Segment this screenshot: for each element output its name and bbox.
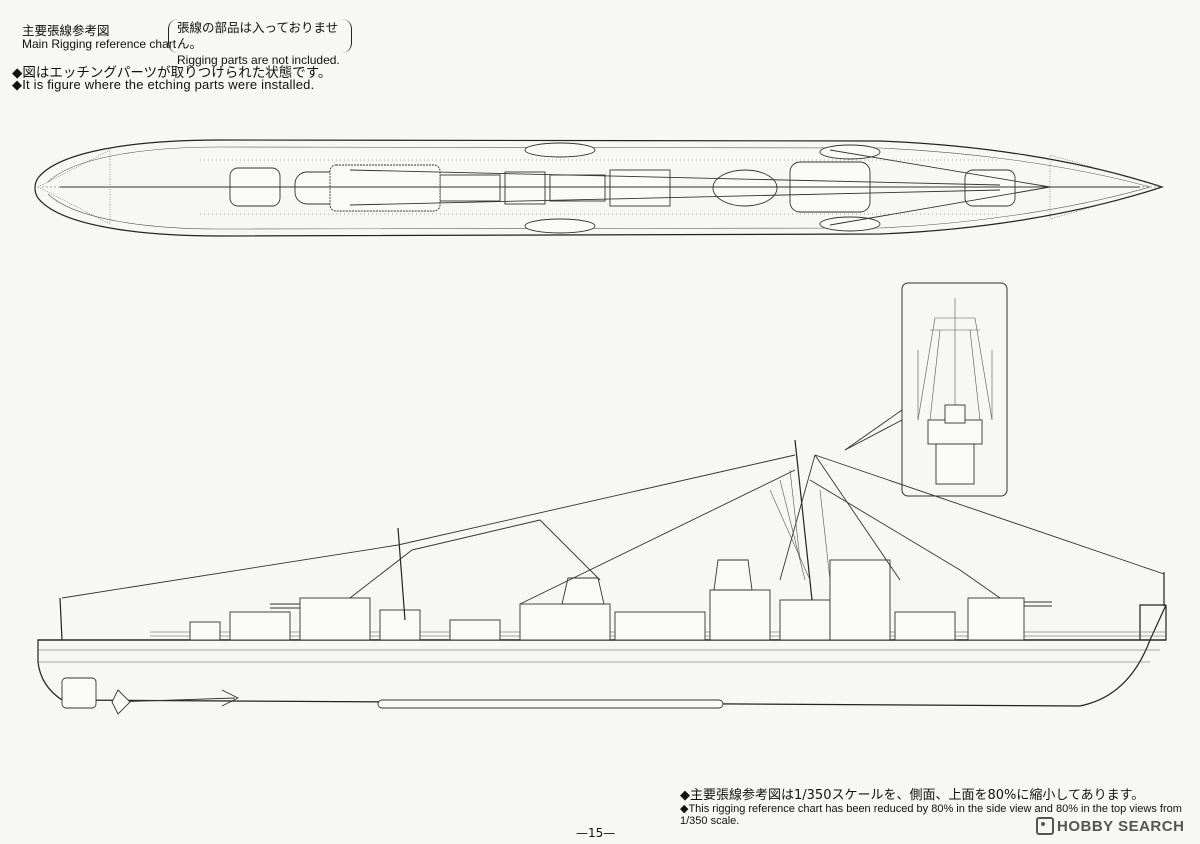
scale-note-en: ◆This rigging reference chart has been r…: [680, 803, 1182, 827]
etching-note-jp: ◆図はエッチングパーツが取りつけられた状態です。: [12, 65, 332, 81]
parts-notice-jp: 張線の部品は入っておりません。: [177, 20, 339, 51]
parts-notice-en: Rigging parts are not included.: [177, 53, 340, 67]
ship-top-view: [34, 139, 1164, 237]
parts-notice-bubble: 張線の部品は入っておりません。 Rigging parts are not in…: [168, 19, 352, 67]
mast-detail-inset: [844, 282, 1008, 497]
ship-side-view: [37, 439, 1167, 715]
hobby-search-logo-icon: [1036, 817, 1054, 835]
watermark: HOBBY SEARCH: [1036, 817, 1184, 835]
etching-note-en: ◆It is figure where the etching parts we…: [12, 77, 315, 92]
scale-note-jp: ◆主要張線参考図は1/350スケールを、側面、上面を80%に縮小してあります。: [680, 788, 1145, 803]
chart-title-jp: 主要張線参考図: [22, 23, 110, 38]
page-number: —15—: [576, 826, 616, 840]
chart-title-en: Main Rigging reference chart: [22, 37, 177, 51]
watermark-text: HOBBY SEARCH: [1057, 817, 1185, 835]
